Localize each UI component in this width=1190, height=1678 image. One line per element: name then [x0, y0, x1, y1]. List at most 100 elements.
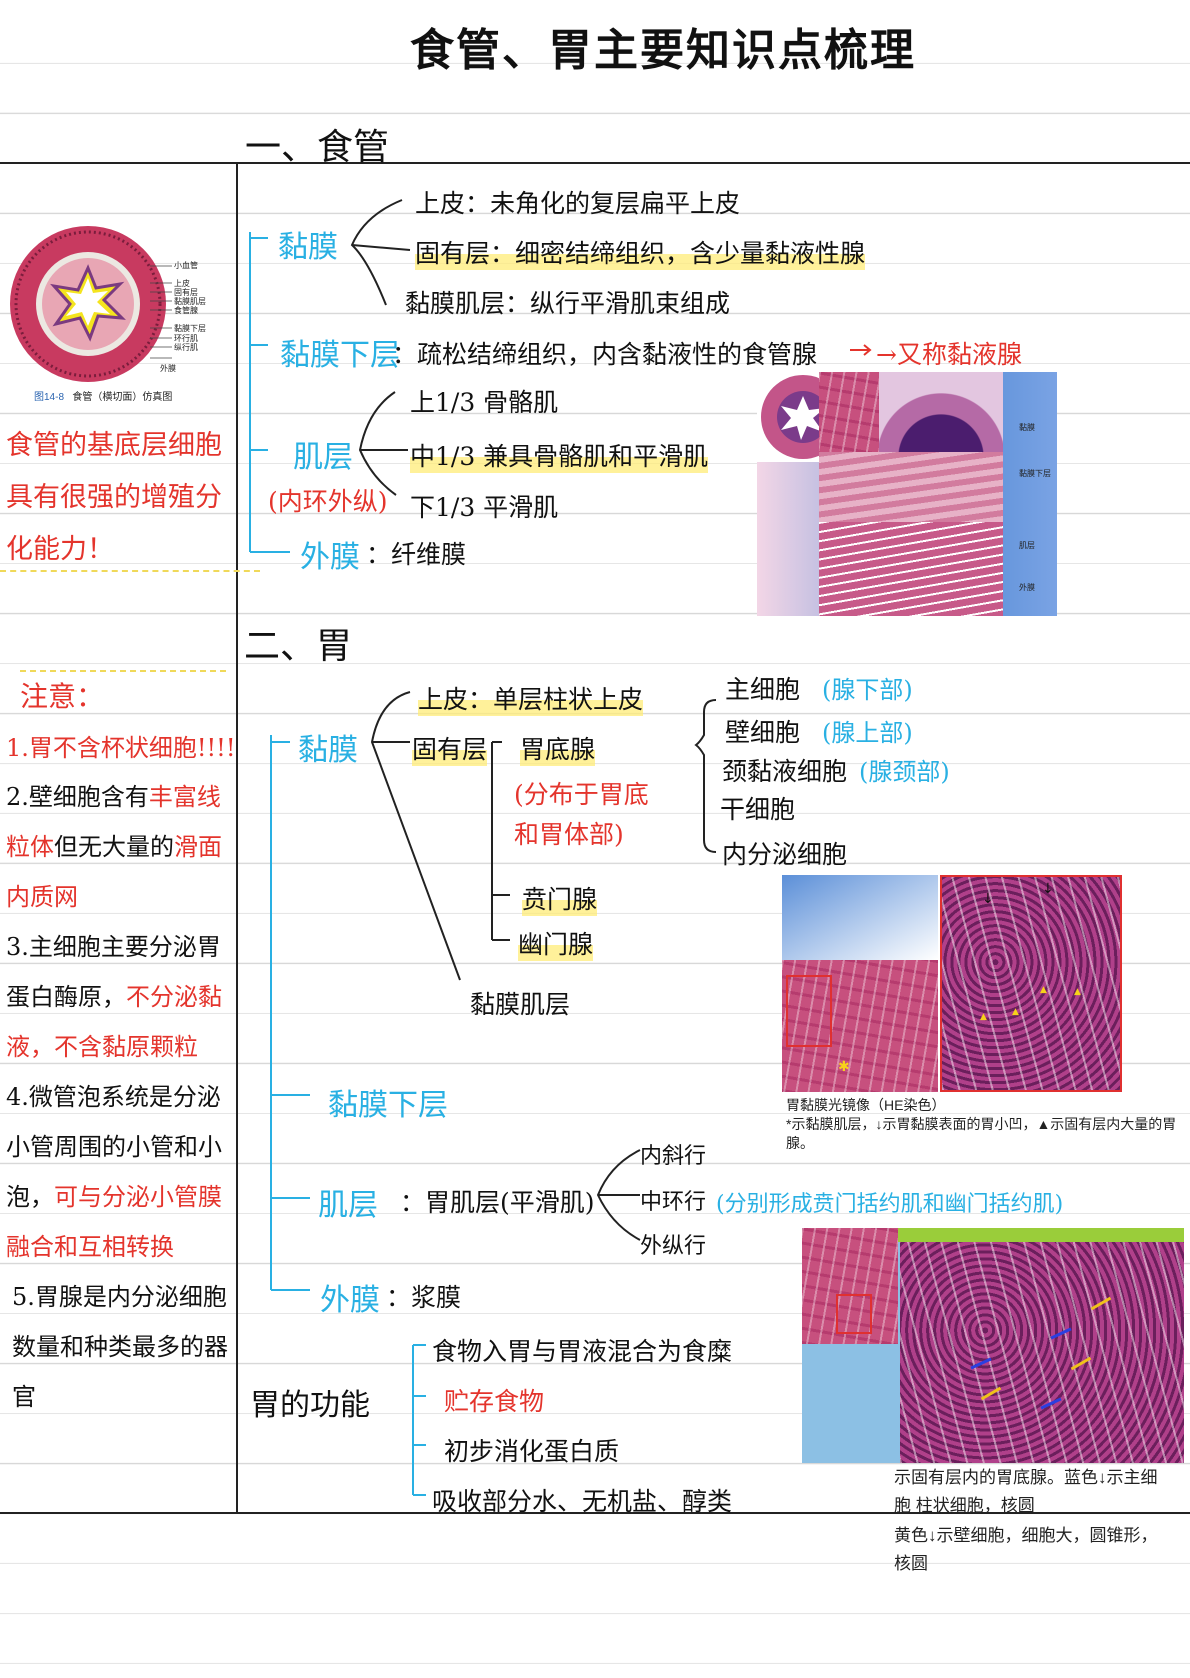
cell-parietal: 壁细胞 (腺上部) — [725, 713, 913, 749]
stomach-serosa-label: 外膜 — [320, 1283, 380, 1318]
micrograph-2-blue-arrow-2 — [1040, 1397, 1062, 1410]
esophagus-mucosa-item-1: 上皮：未角化的复层扁平上皮 — [415, 189, 741, 218]
micrograph-2-caption-line-1: 示固有层内的胃底腺。蓝色↓示主细胞 柱状细胞，核圆 — [894, 1468, 1158, 1515]
note-3: 3.主细胞主要分泌胃蛋白酶原，不分泌黏液，不含黏原颗粒 — [6, 922, 242, 1072]
bottom-rule — [0, 1512, 1190, 1514]
note-4: 4.微管泡系统是分泌小管周围的小管和小泡，可与分泌小管膜融合和互相转换 — [6, 1072, 242, 1272]
diagram-label-small-vessel: 小血管 — [174, 261, 198, 270]
stomach-micrograph-1: ✱ ↓ ↓ ▲ ▲ ▲ ▲ — [782, 875, 1122, 1092]
micrograph-1-triangle-1: ▲ — [980, 1012, 987, 1022]
esophagus-muscularis-item-3: 下1/3 平滑肌 — [410, 493, 559, 522]
margin-divider — [236, 162, 238, 1512]
esophagus-mucosa-item-3: 黏膜肌层：纵行平滑肌束组成 — [405, 289, 731, 318]
micrograph-2-yellow-arrow-3 — [980, 1386, 1002, 1401]
note-3-part-a: 3.主细胞主要分泌胃蛋白酶原， — [6, 933, 221, 1011]
micrograph-1-triangle-3: ▲ — [1040, 985, 1047, 995]
stomach-muscle-outer-longitudinal: 外纵行 — [640, 1234, 707, 1259]
cell-chief-name: 主细胞 — [725, 675, 801, 704]
esophagus-mucosa-label: 黏膜 — [278, 230, 338, 265]
esophagus-diagram-svg — [10, 226, 172, 382]
stomach-fundic-gland: 胃底腺 — [520, 730, 596, 766]
micrograph-label-submucosa: 黏膜下层 — [1019, 469, 1051, 478]
esophagus-mucosa-item-2: 固有层：细密结缔组织，含少量黏液性腺 — [415, 234, 866, 270]
stomach-lamina-propria: 固有层 — [412, 730, 488, 766]
esophagus-muscularis-label: 肌层 — [293, 440, 353, 475]
micrograph-2-yellow-arrow-2 — [1070, 1356, 1092, 1371]
note-3-part-b: 不分泌黏液，不含黏原颗粒 — [6, 983, 222, 1061]
micrograph-epithelium-band — [879, 372, 1003, 457]
stomach-fundic-gland-note: (分布于胃底和胃体部) — [514, 775, 664, 855]
fundic-note-text: (分布于胃底和胃体部) — [514, 780, 649, 849]
note-2-part-c: 但无大量的 — [54, 833, 174, 861]
diagram-label-submucosa: 黏膜下层 — [174, 324, 206, 333]
diagram-label-adventitia: 外膜 — [160, 364, 176, 373]
page-title: 食管、胃主要知识点梳理 — [410, 25, 916, 76]
cell-neck-mucous-loc: (腺颈部) — [858, 758, 950, 786]
function-item-4: 吸收部分水、无机盐、醇类 — [432, 1487, 733, 1516]
esophagus-muscularis-item-2: 中1/3 兼具骨骼肌和平滑肌 — [410, 437, 709, 473]
micrograph-2-blue-arrow-3 — [1050, 1327, 1072, 1340]
stomach-muscle-layer-note: (分别形成贲门括约肌和幽门括约肌) — [716, 1192, 1064, 1217]
note-2-part-d: 滑面内质网 — [6, 833, 222, 911]
micrograph-1-triangle-2: ▲ — [1012, 1007, 1019, 1017]
micrograph-1-star: ✱ — [838, 1059, 850, 1075]
esophagus-submucosa-label: 黏膜下层 — [280, 338, 400, 373]
micrograph-2-caption-line-2: 黄色↓示壁细胞，细胞大，圆锥形，核圆 — [894, 1526, 1158, 1573]
stomach-mucosa-label: 黏膜 — [298, 733, 358, 768]
diagram-label-muscularis-mucosae: 黏膜肌层 — [174, 297, 206, 306]
diagram-caption-text: 食管（横切面）仿真图 — [72, 392, 173, 403]
diagram-label-circular-muscle: 环行肌 — [174, 334, 198, 343]
stomach-muscularis-text: ：胃肌层(平滑肌) — [400, 1188, 595, 1217]
stomach-pyloric-gland: 幽门腺 — [518, 925, 594, 961]
esophagus-micrograph-layers — [819, 372, 1003, 616]
esophagus-submucosa-text: ：疏松结缔组织，内含黏液性的食管腺 — [392, 340, 818, 369]
note-4-part-b: 可与分泌小管膜融合和互相转换 — [6, 1183, 222, 1261]
function-item-1: 食物入胃与胃液混合为食糜 — [432, 1337, 733, 1366]
esophagus-muscularis-sublabel: (内环外纵) — [268, 487, 388, 516]
stomach-muscle-inner-oblique: 内斜行 — [640, 1144, 707, 1169]
cell-chief: 主细胞 (腺下部) — [725, 670, 913, 706]
micrograph-1-blue-bg — [782, 875, 938, 960]
note-4-part-a: 4.微管泡系统是分泌小管周围的小管和小泡， — [6, 1083, 222, 1211]
esophagus-heading: 一、食管 — [245, 127, 390, 168]
note-2-part-b: 丰富线粒体 — [6, 783, 221, 861]
micrograph-2-inset-box — [836, 1294, 872, 1334]
diagram-label-lamina-propria: 固有层 — [174, 288, 198, 297]
micrograph-1-low-mag — [782, 960, 938, 1092]
micrograph-1-caption-line-1: 胃黏膜光镜像（HE染色） — [786, 1097, 946, 1113]
esophagus-cross-section-diagram: 小血管 上皮 固有层 黏膜肌层 食管腺 黏膜下层 环行肌 纵行肌 外膜 — [0, 226, 236, 403]
micrograph-1-arrow-2: ↓ — [1042, 881, 1054, 897]
cell-neck-mucous-name: 颈黏液细胞 — [722, 757, 848, 786]
cell-endocrine: 内分泌细胞 — [722, 840, 848, 869]
micrograph-label-muscularis: 肌层 — [1019, 541, 1035, 550]
cell-parietal-loc: (腺上部) — [821, 719, 913, 747]
cell-stem: 干细胞 — [720, 795, 796, 824]
stomach-micrograph-2 — [802, 1228, 1184, 1463]
stomach-functions-label: 胃的功能 — [250, 1388, 370, 1423]
top-rule — [0, 162, 1190, 164]
stomach-serosa-text: ：浆膜 — [386, 1283, 462, 1312]
function-item-2: 贮存食物 — [444, 1387, 545, 1416]
esophagus-muscularis-item-1: 上1/3 骨骼肌 — [410, 388, 559, 417]
esophagus-side-note: 食管的基底层细胞具有很强的增殖分化能力！ — [6, 430, 222, 565]
stomach-epithelium: 上皮：单层柱状上皮 — [418, 680, 644, 716]
micrograph-muscle-band — [819, 522, 1003, 616]
cell-parietal-name: 壁细胞 — [725, 718, 801, 747]
notes-top-divider — [20, 670, 226, 672]
stomach-heading: 二、胃 — [244, 626, 353, 667]
esophagus-micrograph: 黏膜 黏膜下层 肌层 外膜 — [757, 372, 1057, 616]
micrograph-submucosa-band — [819, 452, 1003, 522]
diagram-label-longitudinal-muscle: 纵行肌 — [174, 343, 198, 352]
micrograph-1-caption-line-2: *示黏膜肌层，↓示胃黏膜表面的胃小凹，▲示固有层内大量的胃腺。 — [786, 1116, 1177, 1151]
micrograph-2-green-strip — [898, 1228, 1184, 1242]
micrograph-2-blue-arrow-1 — [970, 1357, 992, 1370]
esophagus-submucosa-note: →又称黏液腺 — [876, 340, 1022, 369]
micrograph-1-inset-box — [786, 975, 832, 1047]
micrograph-1-triangle-4: ▲ — [1074, 987, 1081, 997]
micrograph-2-yellow-arrow-1 — [1090, 1296, 1112, 1311]
side-note-divider — [0, 570, 260, 572]
function-item-3: 初步消化蛋白质 — [444, 1437, 620, 1466]
stomach-muscularis-mucosae: 黏膜肌层 — [470, 990, 571, 1019]
note-5: 5.胃腺是内分泌细胞数量和种类最多的器官 — [12, 1283, 228, 1411]
